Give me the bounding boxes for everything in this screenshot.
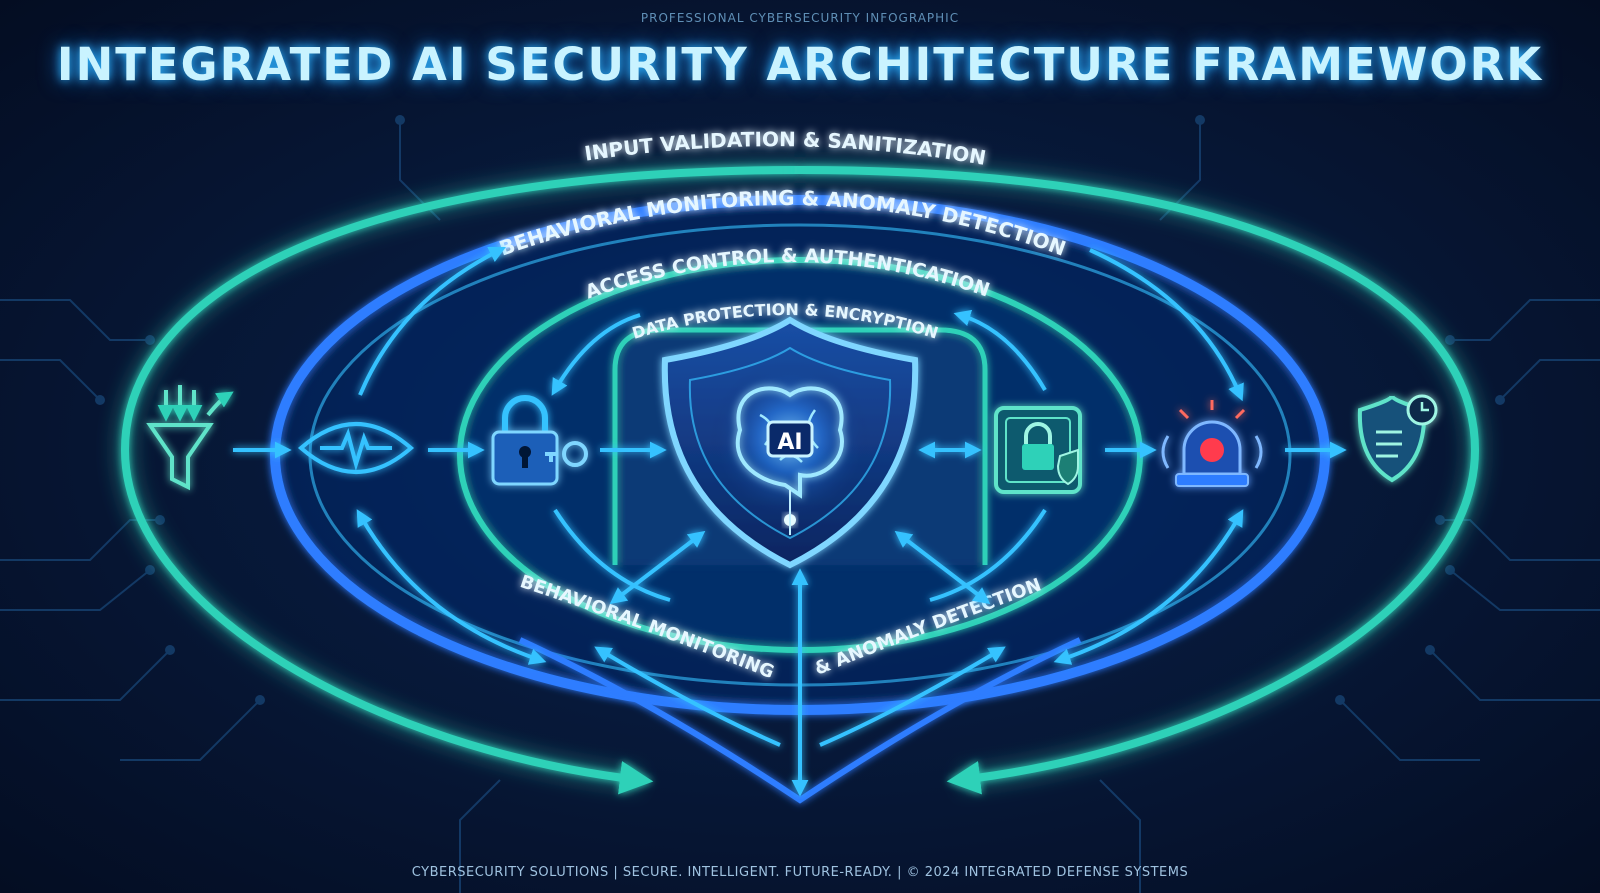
shield-clock-icon xyxy=(1357,394,1438,483)
ring-input-validation xyxy=(111,157,1489,795)
alarm-siren-icon xyxy=(1161,400,1263,487)
page-title: INTEGRATED AI SECURITY ARCHITECTURE FRAM… xyxy=(56,38,1544,91)
footer-text: CYBERSECURITY SOLUTIONS | SECURE. INTELL… xyxy=(411,865,1189,880)
eyebrow-text: PROFESSIONAL CYBERSECURITY INFOGRAPHIC xyxy=(640,11,960,25)
flow-arrows xyxy=(233,246,1347,797)
ai-brain-shield-icon xyxy=(661,316,919,569)
eye-heartbeat-icon xyxy=(297,422,415,474)
padlock-key-icon xyxy=(491,395,588,486)
funnel-filter-icon xyxy=(146,385,234,491)
bottom-shield-outline xyxy=(518,637,1082,804)
encrypted-safe-icon xyxy=(994,406,1082,494)
core-label: AI xyxy=(777,430,802,455)
